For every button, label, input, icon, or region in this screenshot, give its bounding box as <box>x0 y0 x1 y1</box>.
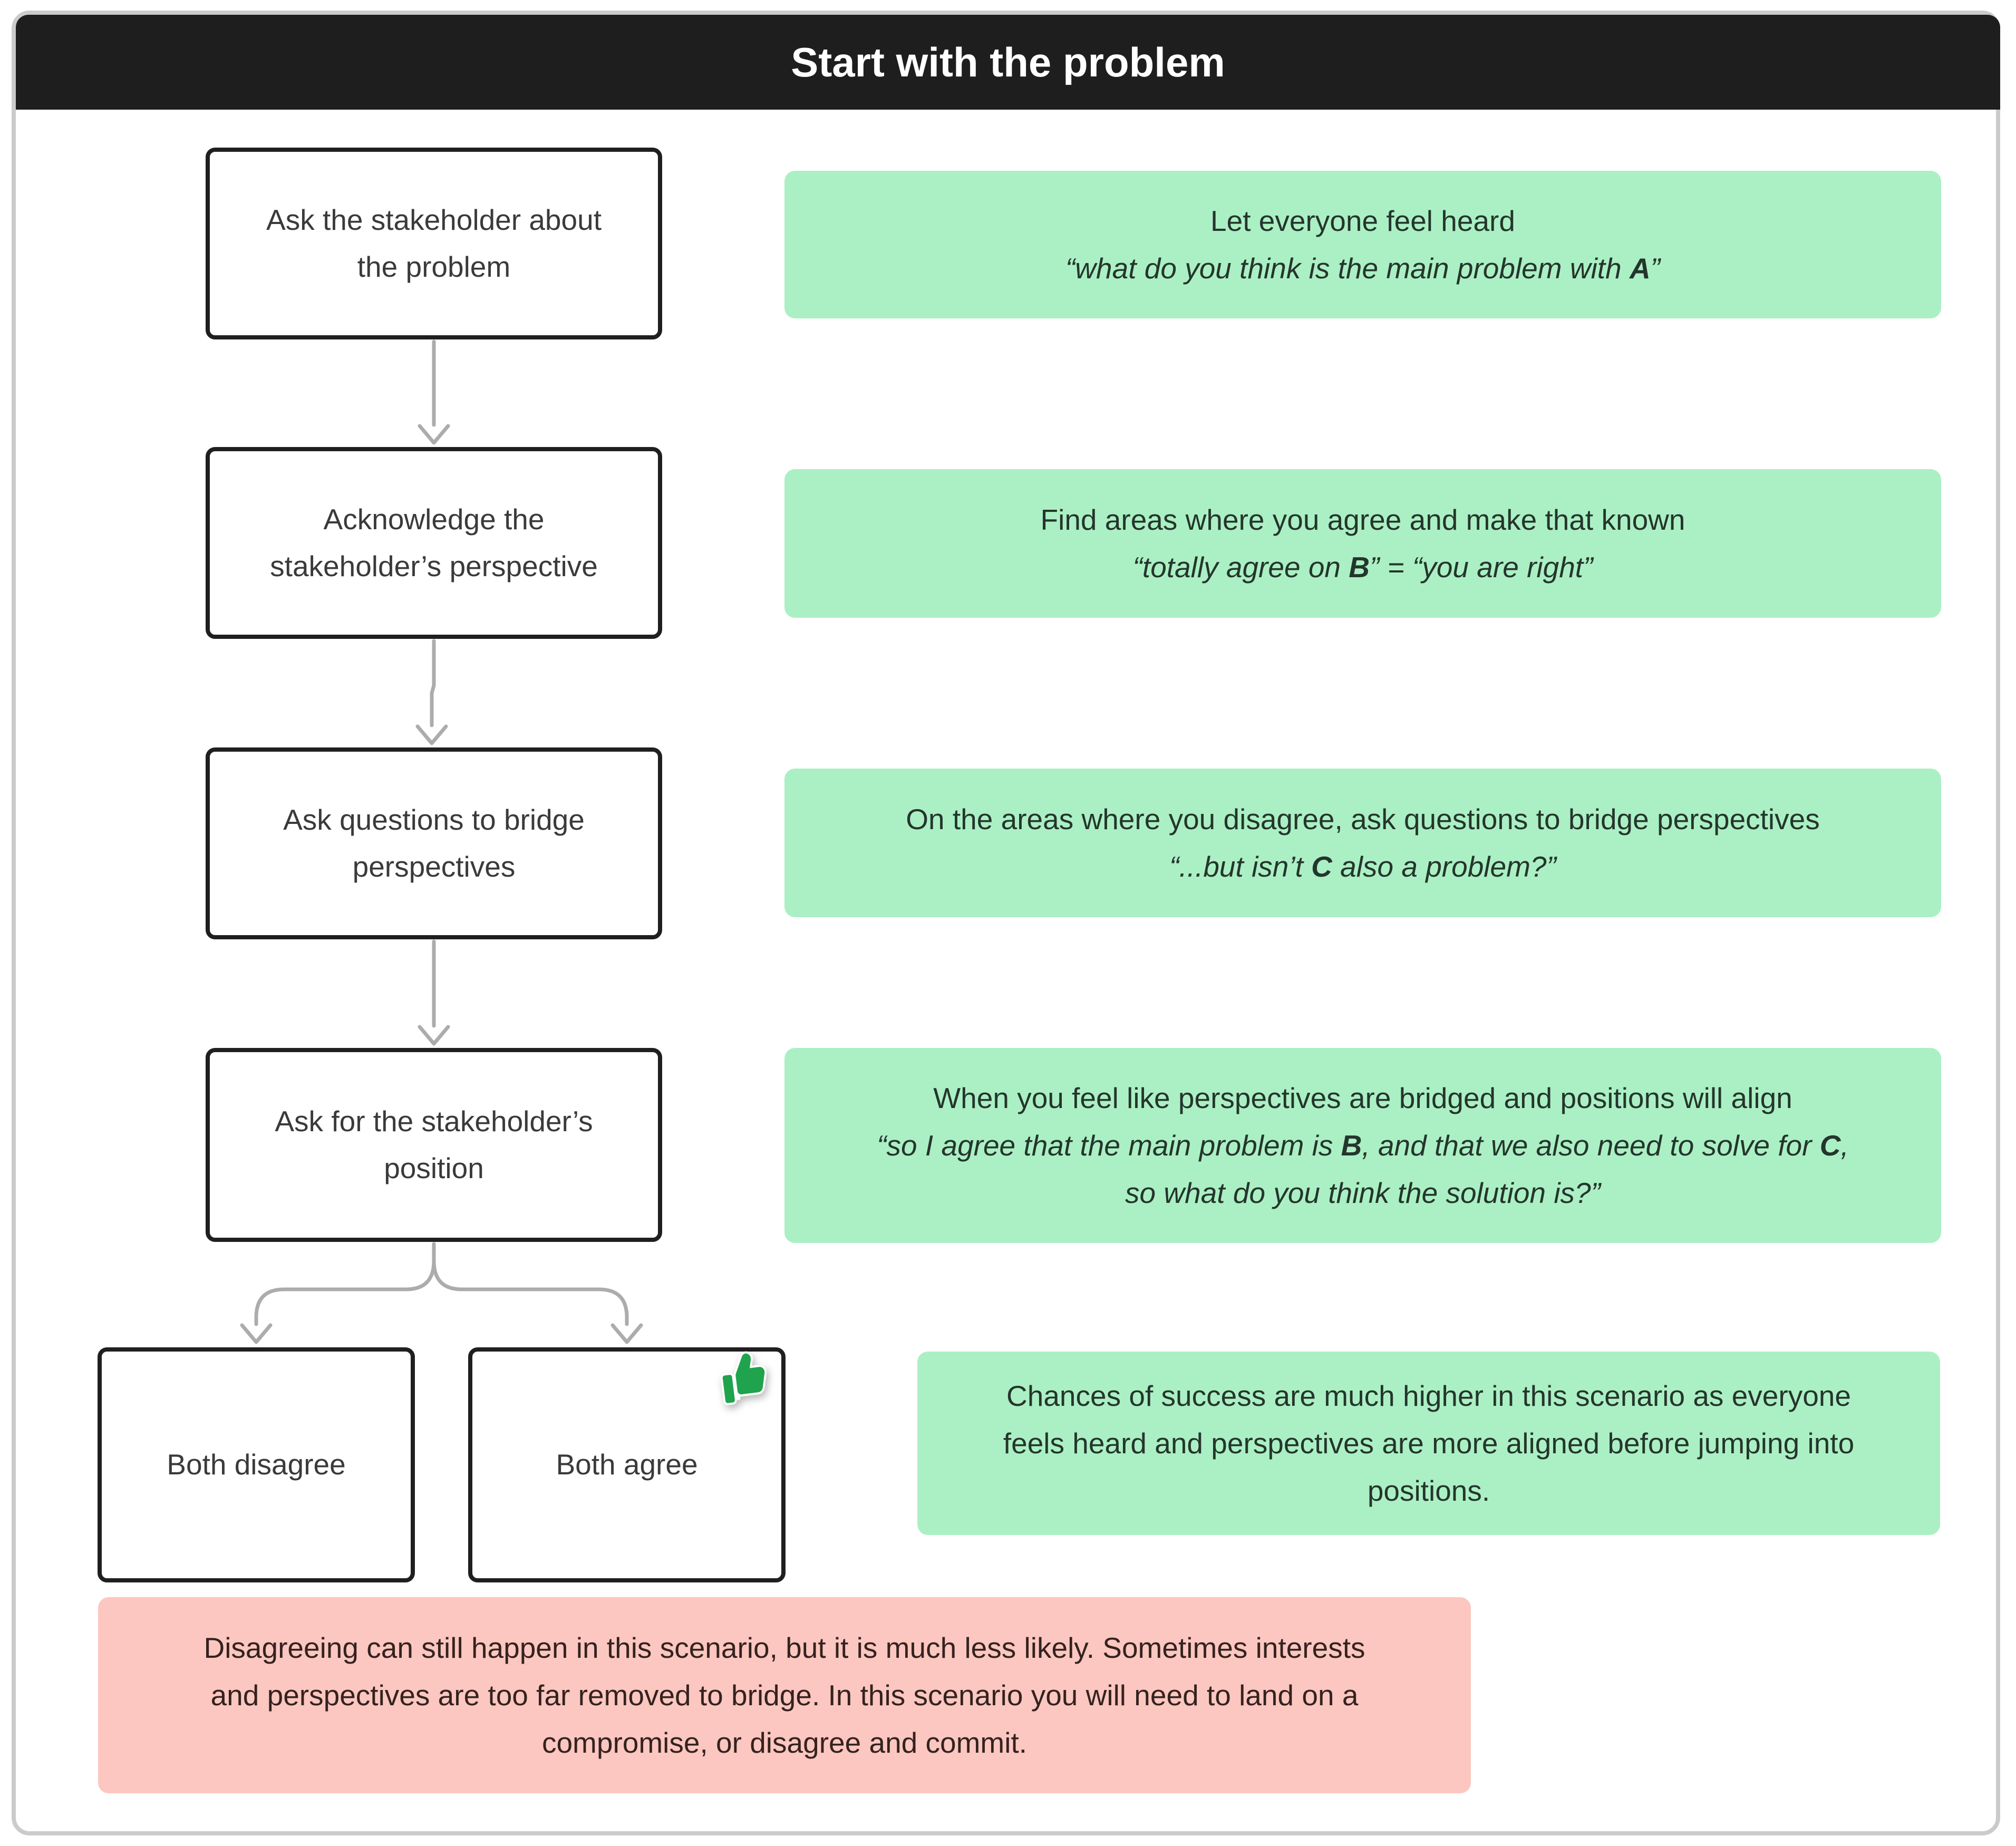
annotation-quote: “totally agree on B” = “you are right” <box>1132 551 1593 584</box>
thumbs-up-icon <box>720 1351 767 1405</box>
flow-step-label: Ask for the stakeholder’s position <box>275 1104 593 1184</box>
flow-step-ask-about-problem: Ask the stakeholder about the problem <box>206 148 662 339</box>
header-bar: Start with the problem <box>16 15 2000 110</box>
flow-step-acknowledge-perspective: Acknowledge the stakeholder’s perspectiv… <box>206 447 662 639</box>
annotation-bridge-questions: On the areas where you disagree, ask que… <box>784 769 1941 917</box>
annotation-line: Let everyone feel heard <box>1210 204 1515 237</box>
outcome-label: Both agree <box>556 1448 698 1481</box>
page-title: Start with the problem <box>791 38 1225 85</box>
annotation-quote: “...but isn’t C also a problem?” <box>1169 850 1556 883</box>
warning-card: Disagreeing can still happen in this sce… <box>98 1597 1471 1793</box>
flow-step-label: Acknowledge the stakeholder’s perspectiv… <box>270 502 598 582</box>
annotation-line: Chances of success are much higher in th… <box>1003 1379 1855 1508</box>
warning-text: Disagreeing can still happen in this sce… <box>203 1631 1365 1760</box>
annotation-quote: “what do you think is the main problem w… <box>1065 252 1660 285</box>
flow-step-label: Ask questions to bridge perspectives <box>283 803 585 883</box>
annotation-chances-of-success: Chances of success are much higher in th… <box>917 1352 1940 1535</box>
outcome-label: Both disagree <box>167 1448 346 1481</box>
annotation-line: When you feel like perspectives are brid… <box>933 1081 1792 1114</box>
flow-step-label: Ask the stakeholder about the problem <box>266 203 602 283</box>
flow-step-ask-position: Ask for the stakeholder’s position <box>206 1048 662 1242</box>
outcome-both-disagree: Both disagree <box>98 1347 415 1582</box>
annotation-quote: “so I agree that the main problem is B, … <box>877 1129 1849 1162</box>
flow-step-bridge-questions: Ask questions to bridge perspectives <box>206 747 662 939</box>
annotation-quote-line2: so what do you think the solution is?” <box>1125 1177 1601 1210</box>
annotation-positions-align: When you feel like perspectives are brid… <box>784 1048 1941 1243</box>
annotation-feel-heard: Let everyone feel heard “what do you thi… <box>784 171 1941 318</box>
annotation-line: Find areas where you agree and make that… <box>1040 503 1685 536</box>
annotation-find-agreement: Find areas where you agree and make that… <box>784 469 1941 618</box>
annotation-line: On the areas where you disagree, ask que… <box>906 802 1820 835</box>
